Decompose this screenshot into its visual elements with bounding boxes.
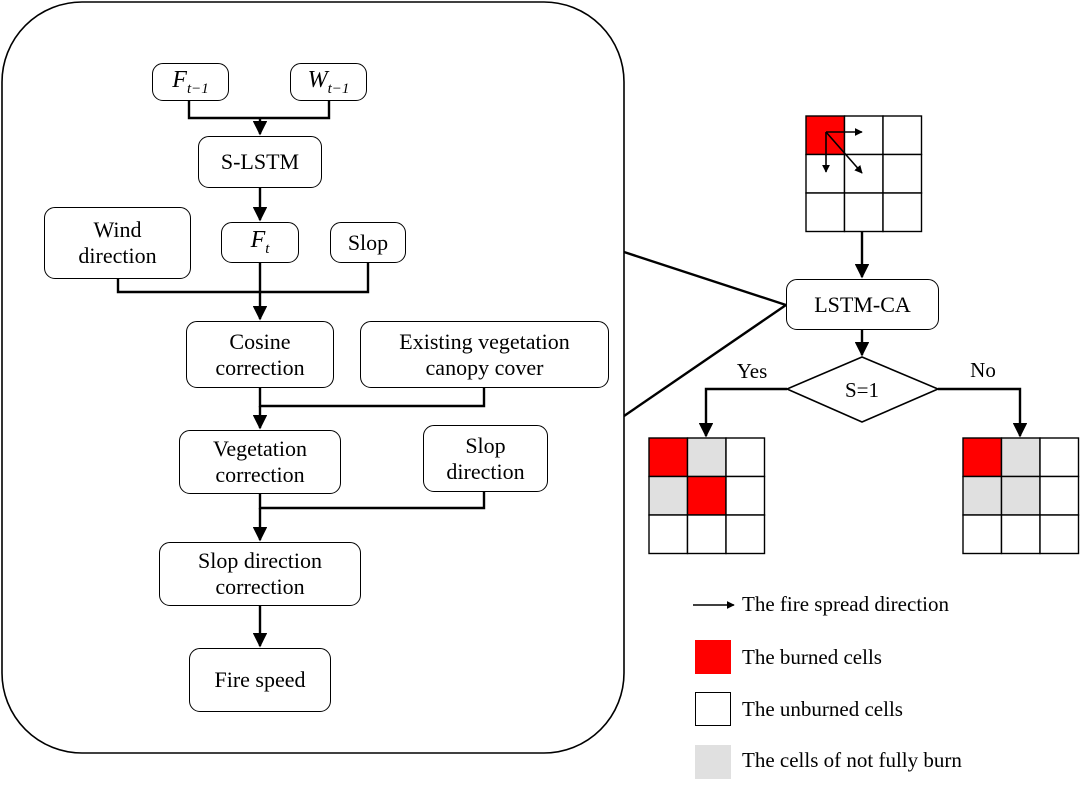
grid-cell-burned: [962, 437, 1003, 478]
grid-cell-unburned: [805, 192, 846, 233]
grid-cell-partial: [1000, 475, 1041, 516]
grid-cell-unburned: [1039, 437, 1080, 478]
connector-inputs-merge: [187, 101, 331, 120]
arrow-no-branch: [938, 387, 1028, 438]
grid-cell-unburned: [843, 115, 884, 156]
grid-cell-unburned: [725, 475, 766, 516]
grid-cell-unburned: [962, 514, 1003, 555]
grid-cell-unburned: [882, 153, 923, 194]
current-fire-state-box: Ft: [221, 222, 299, 263]
model-frame: [1, 1, 625, 754]
legend-partial: The cells of not fully burn: [742, 748, 962, 772]
spread-arrows: [822, 128, 863, 174]
fire-speed-box: Fire speed: [189, 648, 331, 712]
connector-factors-merge: [116, 263, 370, 294]
grid-cell-unburned: [686, 514, 727, 555]
slop-direction-correction-box: Slop direction correction: [159, 542, 361, 606]
grid-cell-partial: [648, 475, 689, 516]
prev-fire-state-box: Ft−1: [152, 63, 229, 101]
decision-condition: S=1: [845, 378, 879, 402]
yes-label: Yes: [737, 359, 768, 383]
legend-partial-swatch: [695, 745, 731, 779]
zoom-line-bottom: [623, 304, 787, 417]
legend-unburned-swatch: [695, 692, 731, 726]
slstm-box: S-LSTM: [198, 136, 322, 188]
spread-arrow-diagonal: [825, 131, 863, 174]
grid-cell-unburned: [1039, 475, 1080, 516]
decision-diamond: [784, 356, 941, 423]
no-label: No: [970, 358, 996, 382]
grid-cell-partial: [686, 437, 727, 478]
zoom-line-top: [623, 250, 787, 307]
grid-initial: [805, 115, 923, 233]
grid-yes-result: [648, 437, 766, 555]
legend-burned: The burned cells: [742, 645, 882, 669]
legend-spread-direction: The fire spread direction: [742, 592, 949, 616]
wind-direction-box: Wind direction: [44, 207, 191, 279]
slop-direction-box: Slop direction: [423, 425, 548, 492]
lstm-ca-box: LSTM-CA: [786, 279, 939, 330]
connector-slope-merge: [258, 492, 486, 510]
grid-no-result: [962, 437, 1080, 555]
slop-box: Slop: [330, 222, 406, 263]
legend-burned-swatch: [695, 640, 731, 674]
cosine-correction-box: Cosine correction: [186, 321, 334, 388]
grid-cell-unburned: [1000, 514, 1041, 555]
grid-cell-unburned: [843, 192, 884, 233]
grid-cell-burned: [648, 437, 689, 478]
grid-cell-unburned: [725, 437, 766, 478]
vegetation-correction-box: Vegetation correction: [179, 430, 341, 494]
grid-cell-unburned: [648, 514, 689, 555]
grid-cell-partial: [962, 475, 1003, 516]
connector-canopy-merge: [258, 388, 486, 408]
arrow-yes-branch: [698, 387, 787, 438]
existing-vegetation-box: Existing vegetation canopy cover: [360, 321, 609, 388]
grid-cell-burned: [686, 475, 727, 516]
grid-cell-unburned: [882, 115, 923, 156]
grid-cell-partial: [1000, 437, 1041, 478]
grid-cell-unburned: [725, 514, 766, 555]
legend-unburned: The unburned cells: [742, 697, 903, 721]
grid-cell-unburned: [1039, 514, 1080, 555]
prev-weather-state-box: Wt−1: [290, 63, 367, 101]
grid-cell-unburned: [882, 192, 923, 233]
